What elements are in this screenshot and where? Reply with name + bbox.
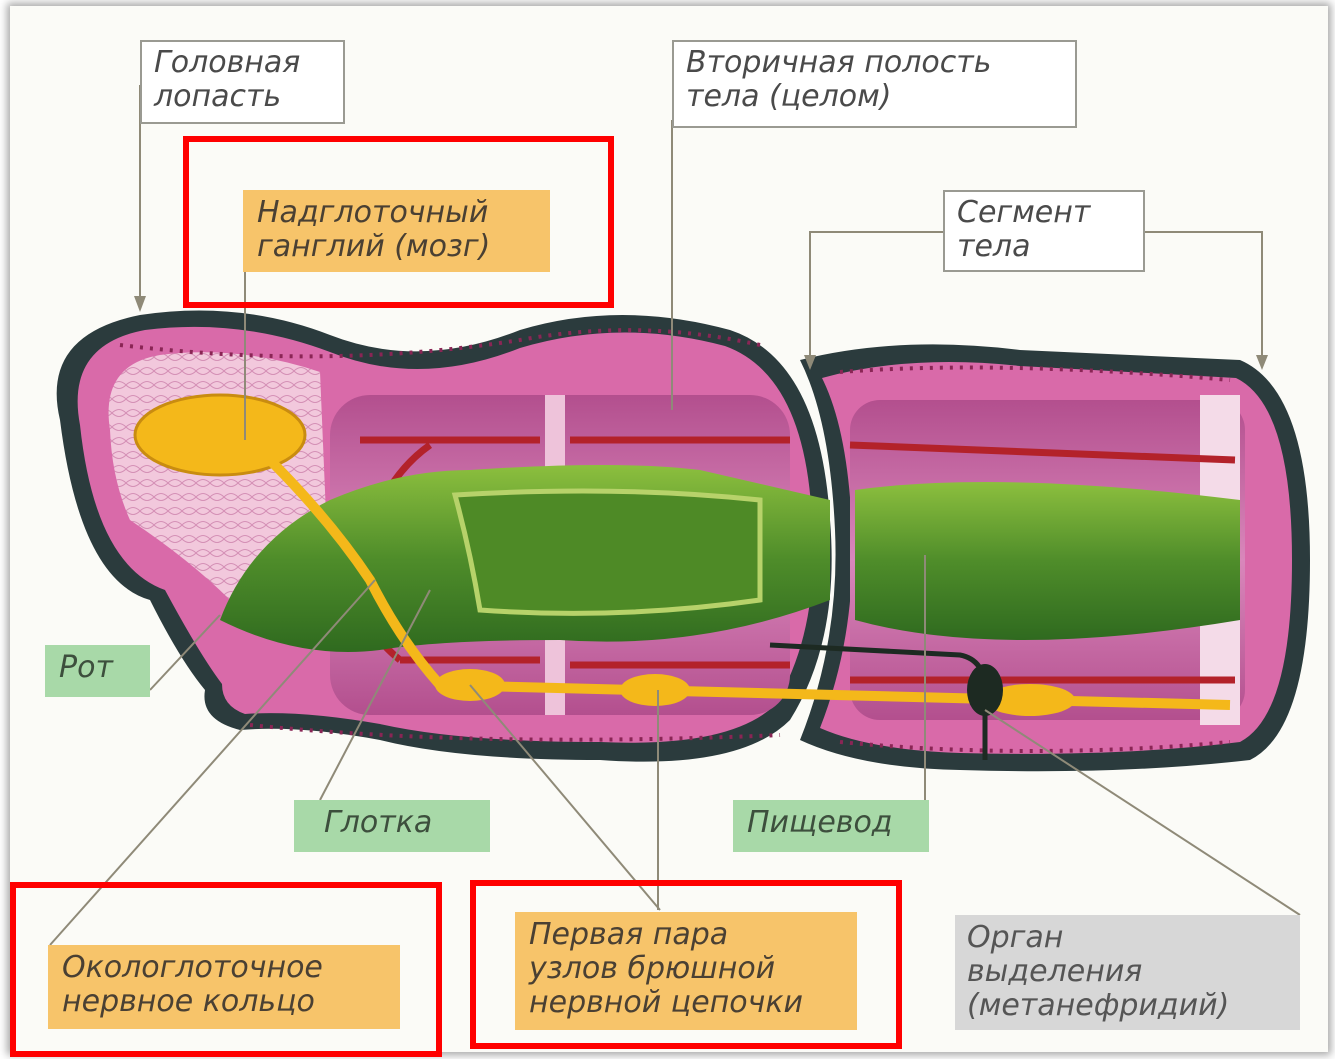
highlight-ganglion <box>183 136 614 308</box>
label-pharynx: Глотка <box>294 800 490 852</box>
label-head-lobe: Головная лопасть <box>140 40 345 124</box>
esophagus-shape <box>855 482 1240 640</box>
highlight-nerve-ring <box>10 882 442 1057</box>
gut <box>220 465 1240 652</box>
label-mouth: Рот <box>45 645 150 697</box>
label-excretory-organ: Орган выделения (метанефридий) <box>955 915 1300 1030</box>
highlight-ventral-nodes <box>470 880 902 1049</box>
label-coelom: Вторичная полость тела (целом) <box>672 40 1077 128</box>
label-segment: Сегмент тела <box>943 190 1145 272</box>
label-esophagus: Пищевод <box>733 800 929 852</box>
